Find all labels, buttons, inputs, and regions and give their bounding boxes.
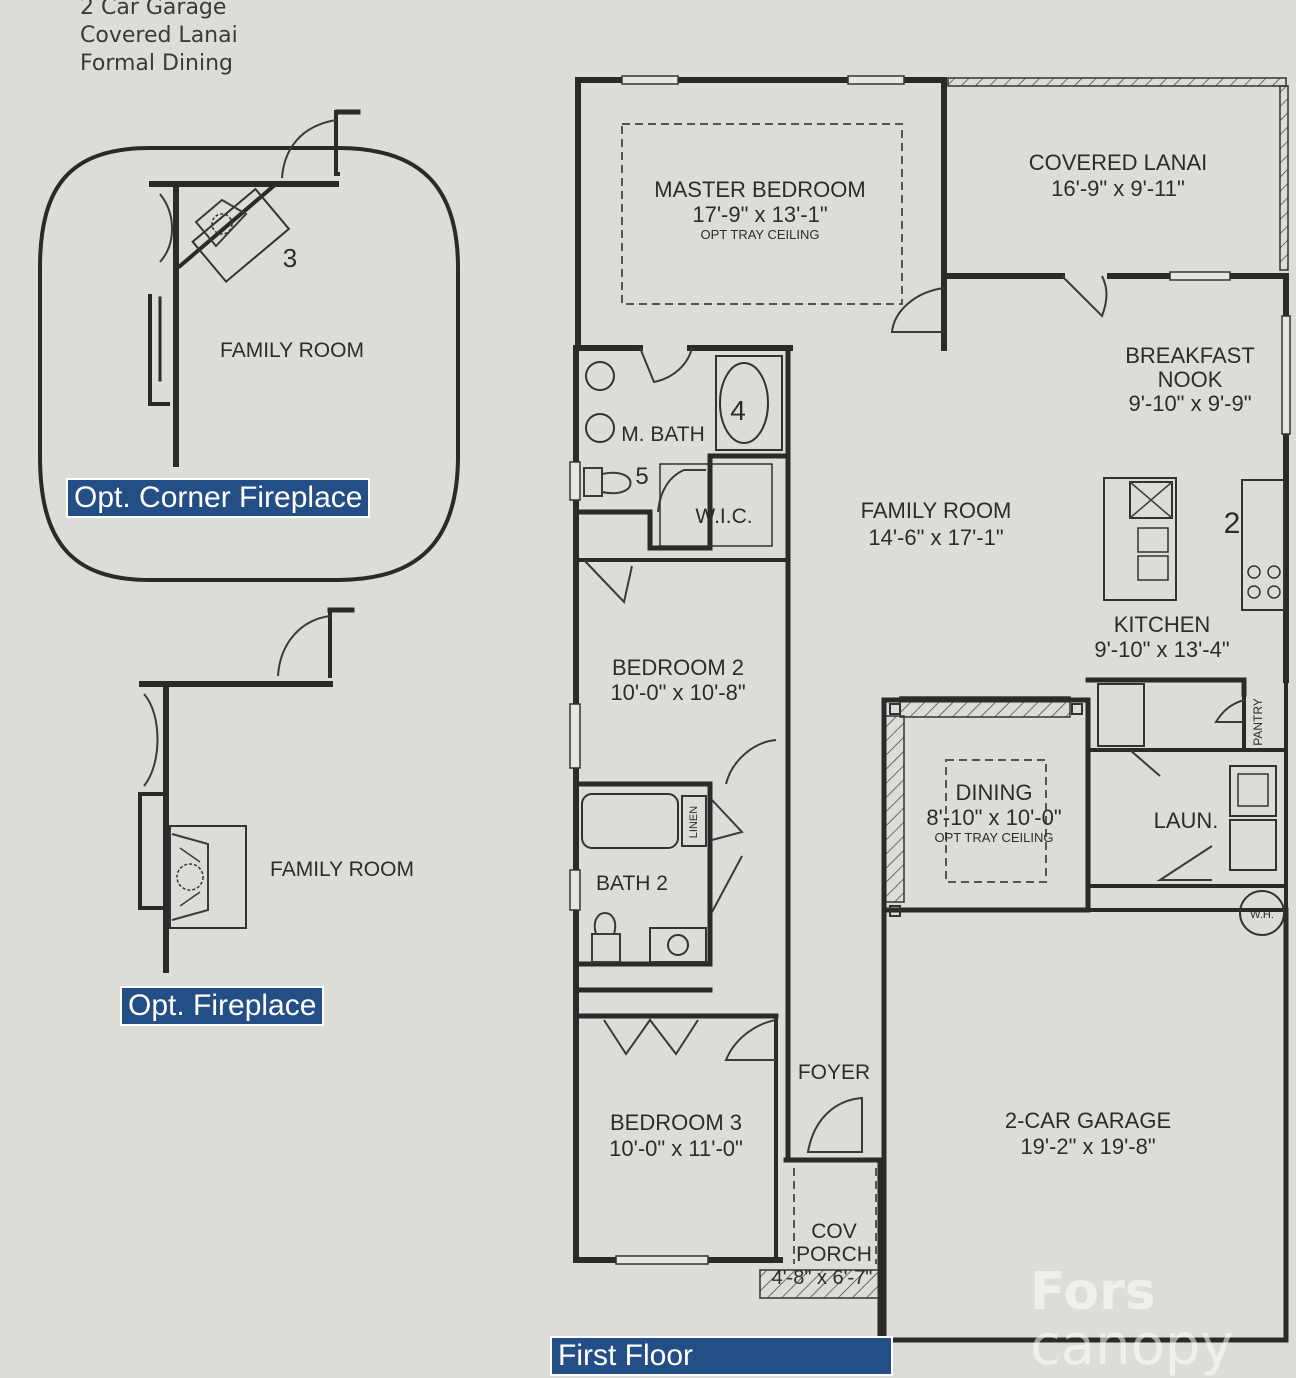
burner-icon bbox=[1247, 565, 1261, 579]
fireplace-icon bbox=[169, 825, 247, 929]
covered-lanai-label: COVERED LANAI bbox=[1029, 150, 1208, 175]
column-icon bbox=[889, 905, 901, 917]
column-icon bbox=[1071, 703, 1083, 715]
water-heater-label: W.H. bbox=[1250, 909, 1274, 921]
bedroom-3-dims: 10'-0" x 11'-0" bbox=[609, 1136, 743, 1161]
covered-lanai-dims: 16'-9" x 9'-11" bbox=[1051, 176, 1185, 201]
dining-tray-ceiling bbox=[945, 759, 1047, 883]
door-swings bbox=[583, 275, 1245, 1153]
garage-dims: 19'-2" x 19'-8" bbox=[1020, 1134, 1155, 1159]
corner-fireplace-inset: 3 FAMILY ROOM bbox=[38, 109, 460, 582]
kitchen-counter bbox=[1241, 479, 1285, 611]
walls bbox=[573, 77, 1289, 1349]
master-tray-ceiling bbox=[621, 123, 903, 305]
first-floor-badge: First Floor bbox=[550, 1336, 893, 1376]
master-bath-label: M. BATH bbox=[621, 423, 705, 446]
wic-label: W.I.C. bbox=[695, 505, 752, 528]
kitchen-island bbox=[1103, 477, 1177, 601]
fireplace-badge: Opt. Fireplace bbox=[120, 986, 325, 1026]
room-labels: MASTER BEDROOM 17'-9" x 13'-1" OPT TRAY … bbox=[596, 150, 1274, 1289]
water-heater-icon bbox=[1239, 890, 1285, 936]
cooktop-icon bbox=[1129, 481, 1173, 519]
feature-dining: Formal Dining bbox=[80, 51, 234, 76]
family-room-dims: 14'-6" x 17'-1" bbox=[868, 525, 1003, 550]
watermark-line-1: Fors bbox=[1030, 1262, 1156, 1322]
porch-dashed bbox=[793, 1168, 877, 1264]
washer-icon bbox=[1229, 765, 1277, 817]
sink-icon bbox=[585, 413, 615, 443]
porch-dims: 4'-8" x 6'-7" bbox=[772, 1267, 873, 1289]
main-plan bbox=[569, 75, 1291, 1349]
dining-note: OPT TRAY CEILING bbox=[935, 830, 1054, 845]
toilet-number: 5 bbox=[635, 463, 648, 490]
refrigerator-icon bbox=[1097, 683, 1145, 747]
corner-fireplace-badge: Opt. Corner Fireplace bbox=[66, 478, 371, 518]
porch-label: COV bbox=[811, 1220, 857, 1243]
laundry-fixtures bbox=[1229, 765, 1285, 936]
watermark-logo: Fors canopy bbox=[1030, 1262, 1234, 1378]
inset-frame bbox=[38, 146, 460, 582]
master-bath-number: 4 bbox=[730, 395, 746, 426]
door-swing bbox=[281, 109, 361, 179]
toilet-icon bbox=[591, 912, 621, 963]
breakfast-nook-dims: 9'-10" x 9'-9" bbox=[1128, 391, 1251, 416]
sink-icon bbox=[585, 361, 615, 391]
bath-2-label: BATH 2 bbox=[596, 872, 668, 895]
corner-walls bbox=[148, 181, 339, 467]
feature-lanai: Covered Lanai bbox=[80, 23, 238, 48]
burner-icon bbox=[1247, 585, 1261, 599]
closet-shelf bbox=[659, 463, 773, 547]
bedroom-3-label: BEDROOM 3 bbox=[610, 1110, 742, 1135]
bedroom-2-label: BEDROOM 2 bbox=[612, 655, 744, 680]
pantry-label: PANTRY bbox=[1251, 698, 1265, 746]
sink-icon bbox=[649, 927, 707, 963]
fireplace-family-room-label: FAMILY ROOM bbox=[270, 858, 414, 881]
master-bedroom-label: MASTER BEDROOM bbox=[654, 177, 865, 202]
windows bbox=[569, 75, 1291, 1265]
tub-icon bbox=[715, 355, 783, 451]
master-bedroom-dims: 17'-9" x 13'-1" bbox=[692, 202, 827, 227]
burner-icon bbox=[1267, 585, 1281, 599]
breakfast-nook-label-2: NOOK bbox=[1158, 367, 1223, 392]
bath-2-fixtures bbox=[581, 793, 707, 963]
family-room-label: FAMILY ROOM bbox=[861, 498, 1012, 523]
laundry-label: LAUN. bbox=[1154, 808, 1219, 833]
bedroom-2-dims: 10'-0" x 10'-8" bbox=[610, 680, 745, 705]
dining-hatch-left bbox=[883, 715, 905, 903]
watermark-line-2: canopy bbox=[1030, 1313, 1234, 1378]
garage-label: 2-CAR GARAGE bbox=[1005, 1108, 1171, 1133]
kitchen-dims: 9'-10" x 13'-4" bbox=[1094, 637, 1229, 662]
toilet-icon bbox=[583, 467, 632, 497]
foyer-label: FOYER bbox=[798, 1061, 870, 1084]
corner-fireplace-number: 3 bbox=[283, 243, 297, 273]
corner-family-room-label: FAMILY ROOM bbox=[220, 339, 364, 362]
linen-label: LINEN bbox=[688, 806, 700, 838]
feature-list: 2 Car Garage Covered Lanai Formal Dining bbox=[80, 0, 238, 78]
kitchen-number: 2 bbox=[1224, 507, 1241, 540]
master-bath-fixtures bbox=[583, 355, 783, 547]
column-icon bbox=[889, 703, 901, 715]
kitchen-fixtures bbox=[1097, 477, 1285, 747]
burner-icon bbox=[1267, 565, 1281, 579]
fireplace-inset: FAMILY ROOM bbox=[138, 607, 414, 973]
corner-fireplace-icon bbox=[159, 187, 291, 284]
tub-icon bbox=[581, 793, 679, 849]
breakfast-nook-label: BREAKFAST bbox=[1125, 343, 1255, 368]
lanai-hatch-right bbox=[1279, 85, 1289, 271]
master-bedroom-note: OPT TRAY CEILING bbox=[701, 227, 820, 242]
porch-label-2: PORCH bbox=[796, 1243, 872, 1266]
kitchen-label: KITCHEN bbox=[1114, 612, 1211, 637]
feature-garage: 2 Car Garage bbox=[80, 0, 227, 20]
dining-dims: 8'-10" x 10'-0" bbox=[926, 805, 1061, 830]
dryer-icon bbox=[1229, 819, 1277, 871]
dining-label: DINING bbox=[956, 780, 1033, 805]
lanai-hatch-top bbox=[947, 77, 1287, 87]
